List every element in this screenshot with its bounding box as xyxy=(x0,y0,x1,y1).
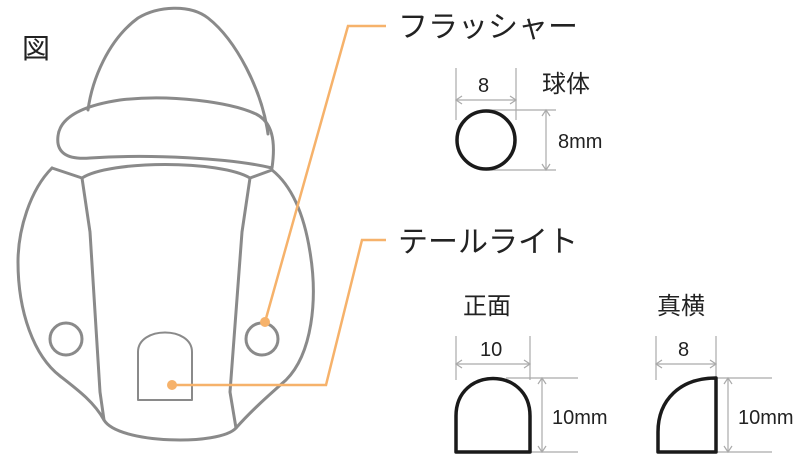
taillight-housing xyxy=(137,331,193,401)
sphere-height-value: 8mm xyxy=(558,131,602,153)
side-title: 真横 xyxy=(657,292,705,320)
front-shape xyxy=(454,376,532,454)
side-shape xyxy=(656,376,718,454)
vehicle-left-panel xyxy=(50,166,106,422)
side-width-value: 8 xyxy=(678,339,689,361)
sphere-title: 球体 xyxy=(542,70,590,98)
front-width-value: 10 xyxy=(480,339,502,361)
flasher-leader xyxy=(263,24,386,323)
flasher-label: フラッシャー xyxy=(398,10,578,45)
side-detail: 真横 8 10mm xyxy=(654,292,794,454)
flasher-leader-dot xyxy=(260,317,270,327)
left-flasher xyxy=(48,321,84,357)
front-title: 正面 xyxy=(463,292,511,320)
taillight-leader xyxy=(172,238,386,387)
taillight-leader-dot xyxy=(167,380,177,390)
sphere-shape xyxy=(455,109,517,171)
sphere-detail: 8 球体 8mm xyxy=(454,68,602,172)
front-detail: 正面 10 10mm xyxy=(454,292,608,454)
vehicle-center-top xyxy=(80,163,252,180)
vehicle-top-hood xyxy=(86,6,270,136)
right-flasher xyxy=(244,321,280,357)
vehicle-outline xyxy=(16,6,315,442)
leader-lines xyxy=(172,24,386,387)
vehicle-outer-body xyxy=(16,166,315,442)
sphere-width-value: 8 xyxy=(478,75,489,97)
side-height-value: 10mm xyxy=(738,407,794,429)
vehicle-shoulder-band xyxy=(56,96,275,170)
figure-label: 図 xyxy=(22,32,50,65)
vehicle-right-panel xyxy=(228,168,274,430)
taillight-label: テールライト xyxy=(398,225,578,260)
front-height-value: 10mm xyxy=(552,407,608,429)
